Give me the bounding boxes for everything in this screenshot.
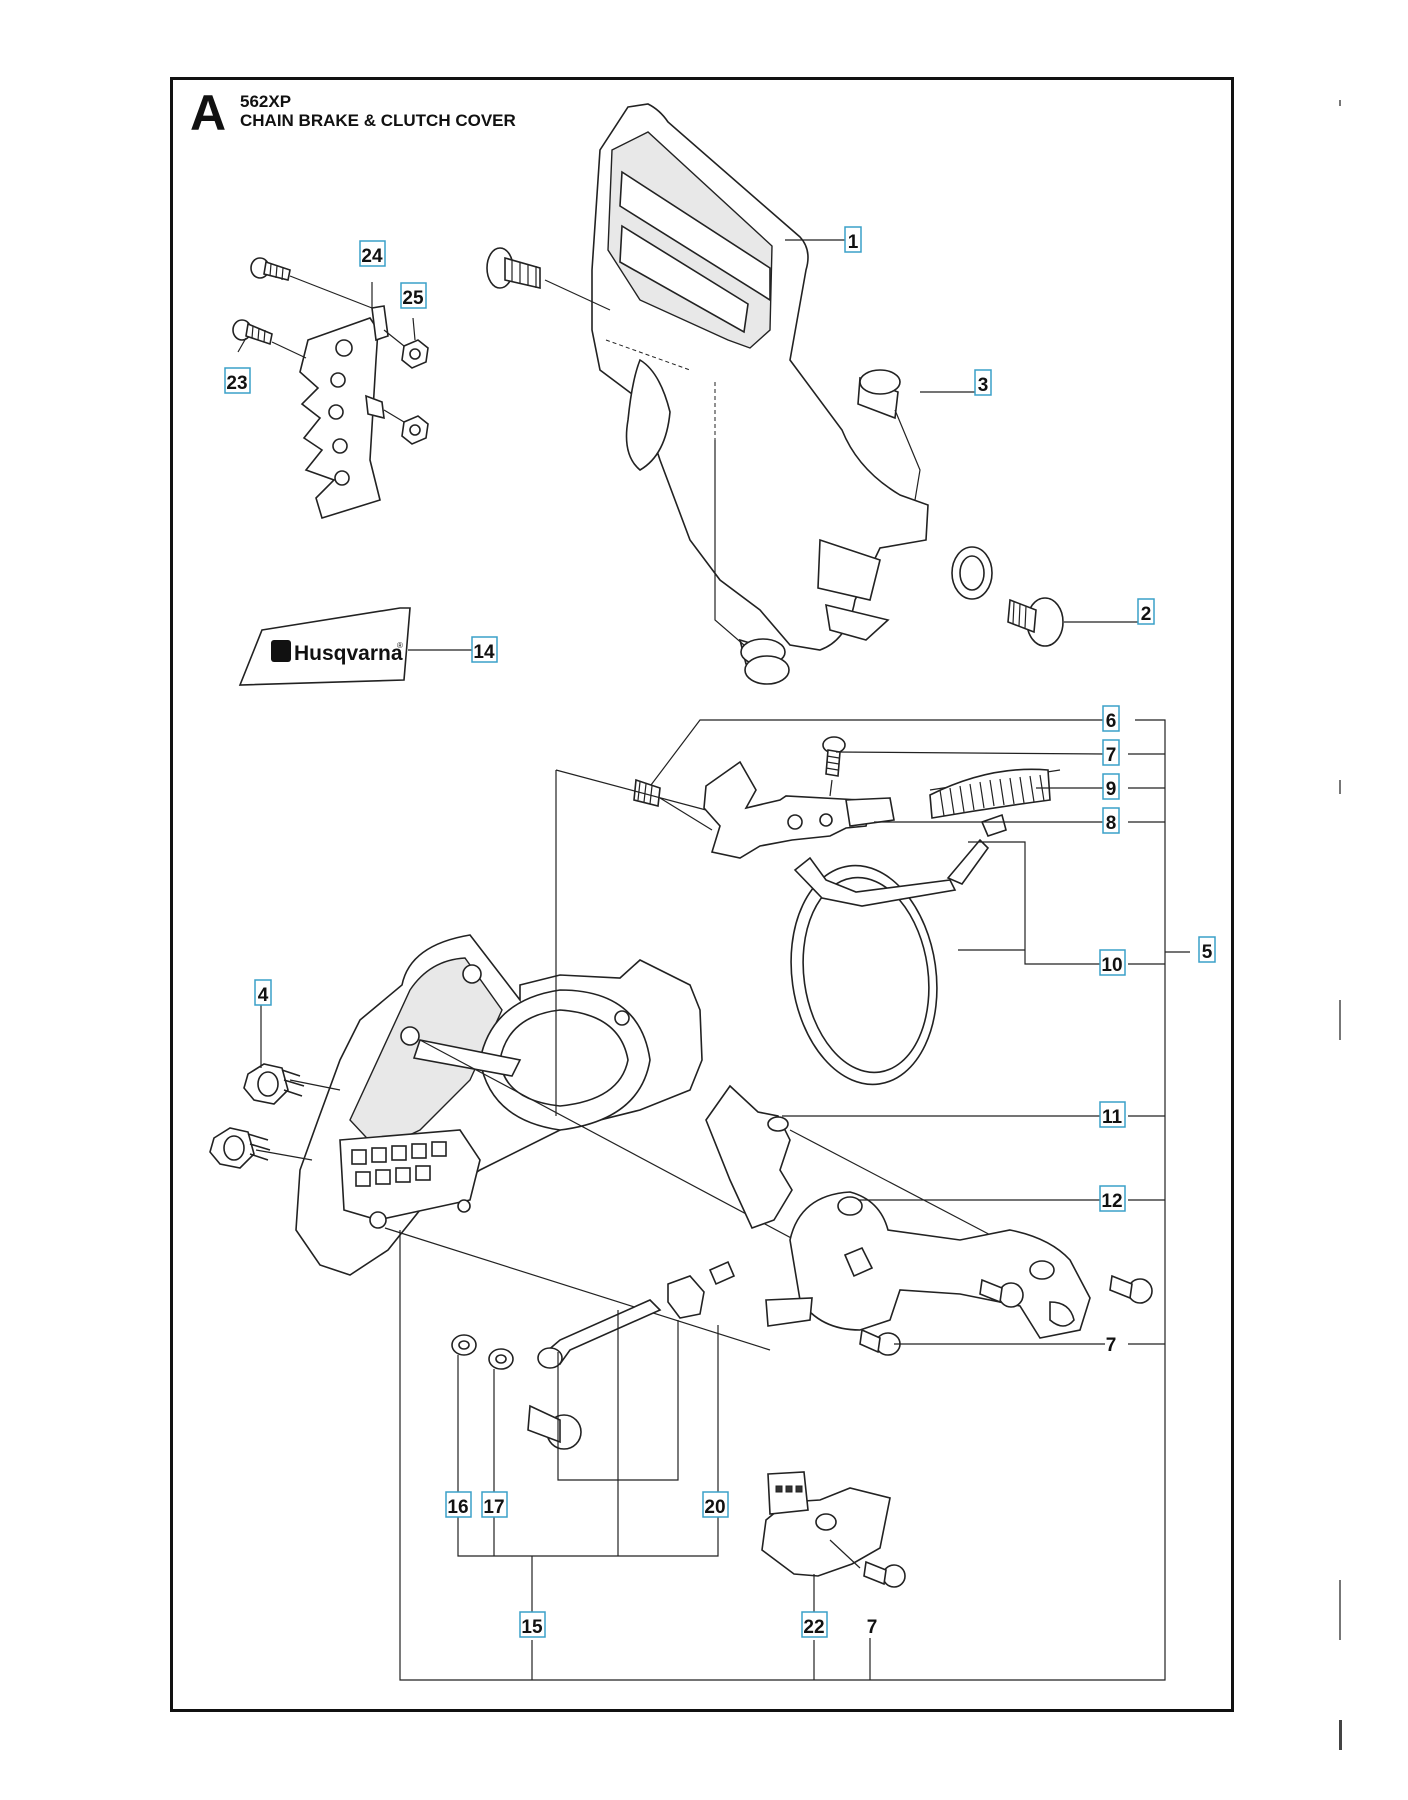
part-screw-7-mid <box>979 1278 1024 1308</box>
callout-1: 1 <box>844 226 862 253</box>
callout-9: 9 <box>1102 773 1120 800</box>
part-pivot-screw-left <box>486 247 611 311</box>
callout-20: 20 <box>702 1491 729 1518</box>
part-clutch-cover-body <box>295 769 871 1351</box>
leader-lines <box>237 239 1190 1681</box>
callout-12: 12 <box>1099 1185 1126 1212</box>
callout-15: 15 <box>519 1611 546 1638</box>
svg-text:3: 3 <box>978 375 989 396</box>
callout-14: 14 <box>471 636 498 663</box>
sheet-letter: A <box>190 85 227 141</box>
part-bar-nut-4-upper <box>243 1063 341 1105</box>
scan-mark <box>1339 1580 1341 1640</box>
part-hand-guard <box>591 103 993 651</box>
callout-10: 10 <box>1099 949 1126 976</box>
diagram-title: CHAIN BRAKE & CLUTCH COVER <box>240 111 516 130</box>
callout-24: 24 <box>359 240 386 267</box>
part-adjuster-sleeve <box>527 1404 582 1450</box>
callout-6: 6 <box>1102 705 1120 732</box>
svg-text:4: 4 <box>258 985 269 1006</box>
callout-5: 5 <box>1198 936 1216 963</box>
svg-text:12: 12 <box>1101 1191 1122 1212</box>
callout-8: 8 <box>1102 807 1120 834</box>
svg-text:20: 20 <box>704 1497 725 1518</box>
callout-7-mid: 7 <box>1106 1335 1117 1356</box>
callout-16: 16 <box>445 1491 472 1518</box>
svg-text:11: 11 <box>1102 1107 1123 1128</box>
svg-text:14: 14 <box>473 642 495 663</box>
callout-4: 4 <box>254 979 272 1006</box>
svg-text:24: 24 <box>361 246 383 267</box>
model-number: 562XP <box>240 92 292 111</box>
scan-mark <box>1339 1720 1342 1750</box>
scan-mark <box>1339 100 1341 106</box>
drawing-frame <box>170 77 1234 1712</box>
part-decal-14: Husqvarna ® <box>238 607 411 686</box>
callout-3: 3 <box>974 369 992 396</box>
svg-text:7: 7 <box>867 1617 878 1638</box>
svg-text:7: 7 <box>1106 745 1117 766</box>
part-bushing-3 <box>857 369 921 501</box>
part-nut-25-upper <box>383 329 429 369</box>
svg-text:22: 22 <box>803 1617 824 1638</box>
part-brake-lever-8 <box>703 760 895 859</box>
svg-text:15: 15 <box>521 1617 543 1638</box>
part-screw-7-lower <box>859 1328 901 1356</box>
part-bumper-spike <box>299 305 389 520</box>
part-bar-nut-4-lower <box>209 1127 313 1169</box>
svg-text:8: 8 <box>1106 813 1117 834</box>
svg-text:9: 9 <box>1106 779 1117 800</box>
callout-2: 2 <box>1137 598 1155 625</box>
svg-text:7: 7 <box>1106 1335 1117 1356</box>
scan-mark <box>1339 1000 1341 1040</box>
registered-mark: ® <box>397 641 403 650</box>
part-screw-2 <box>1007 597 1064 647</box>
svg-text:6: 6 <box>1106 711 1117 732</box>
svg-text:1: 1 <box>848 232 859 253</box>
part-screw-24-upper <box>250 257 373 309</box>
svg-text:25: 25 <box>402 288 424 309</box>
part-bushing-lower <box>714 440 790 685</box>
callout-11: 11 <box>1099 1101 1126 1128</box>
callout-25: 25 <box>400 282 427 309</box>
part-pin-6 <box>633 778 713 831</box>
part-screw-23 <box>232 319 307 359</box>
part-brake-lever-12 <box>765 1191 1091 1339</box>
callout-7-top: 7 <box>1102 739 1120 766</box>
scan-mark <box>1339 780 1341 794</box>
part-washer-16 <box>451 1334 477 1356</box>
svg-text:23: 23 <box>226 373 247 394</box>
part-nut-25-lower <box>383 409 429 445</box>
part-chain-guard-22 <box>761 1471 891 1577</box>
svg-text:5: 5 <box>1202 942 1213 963</box>
part-adjuster-block-20 <box>667 1260 736 1319</box>
husqvarna-logo-text: Husqvarna <box>294 642 403 665</box>
part-washer-17 <box>488 1348 514 1370</box>
part-brake-mount-11 <box>705 1084 1001 1241</box>
part-screw-7-mid2 <box>1109 1274 1153 1304</box>
callout-23: 23 <box>224 367 251 394</box>
callout-17: 17 <box>481 1491 508 1518</box>
part-brake-band-10 <box>790 813 1007 1086</box>
part-adjuster-screw <box>537 1299 662 1369</box>
part-screw-7-bottom <box>829 1539 906 1588</box>
svg-text:10: 10 <box>1101 955 1122 976</box>
svg-text:2: 2 <box>1141 604 1152 625</box>
svg-text:17: 17 <box>483 1497 504 1518</box>
svg-text:16: 16 <box>447 1497 468 1518</box>
part-screw-7-top <box>822 736 846 797</box>
callout-7-bottom: 7 <box>867 1617 878 1638</box>
part-spring-9 <box>929 768 1061 819</box>
callout-22: 22 <box>801 1611 828 1638</box>
